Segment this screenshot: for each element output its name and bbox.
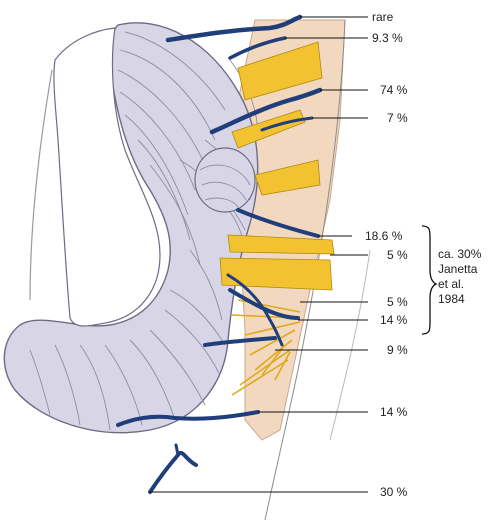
artery-30 (148, 450, 198, 494)
bracket-note-line2: Janetta (438, 262, 478, 276)
artery-30-branch (174, 443, 180, 457)
flocculus (194, 147, 256, 213)
artery-rare (165, 14, 303, 43)
nerve-trigeminal (237, 41, 323, 101)
label-9: 9 % (387, 343, 408, 357)
label-9-3: 9.3 % (372, 31, 403, 45)
leader-lines (150, 16, 368, 493)
brainstem-edge-right (264, 19, 346, 521)
cerebellum-inner-cut (53, 27, 161, 327)
bracket-note-line1: ca. 30% (438, 247, 482, 261)
bracket (421, 225, 438, 335)
nerve-glossopharyngeal (219, 257, 333, 291)
arteries (116, 14, 323, 494)
artery-74 (209, 87, 323, 135)
label-18-6: 18.6 % (365, 229, 403, 243)
outline-stroke-left (29, 69, 53, 301)
artery-18-6 (236, 208, 320, 238)
label-rare: rare (372, 10, 394, 24)
artery-9-3 (228, 36, 287, 60)
label-14a: 14 % (380, 313, 408, 327)
label-74: 74 % (380, 83, 408, 97)
nerve-vestibulocochlear (227, 234, 335, 255)
bracket-note: ca. 30% Janetta et al. 1984 (438, 247, 481, 307)
label-5a: 5 % (387, 248, 408, 262)
nerve-facial (254, 159, 321, 196)
bracket-note-line3: et al. (438, 277, 465, 291)
label-30: 30 % (380, 485, 408, 499)
brainstem-edge-far (329, 249, 371, 441)
flocculus-folia (199, 164, 251, 211)
label-14b: 14 % (380, 405, 408, 419)
artery-14 (116, 410, 260, 427)
label-5b: 5 % (387, 295, 408, 309)
bracket-note-line4: 1984 (438, 292, 465, 306)
artery-7 (260, 116, 314, 132)
label-7: 7 % (387, 111, 408, 125)
artery-lower-loop (226, 273, 284, 347)
artery-9 (203, 336, 277, 347)
